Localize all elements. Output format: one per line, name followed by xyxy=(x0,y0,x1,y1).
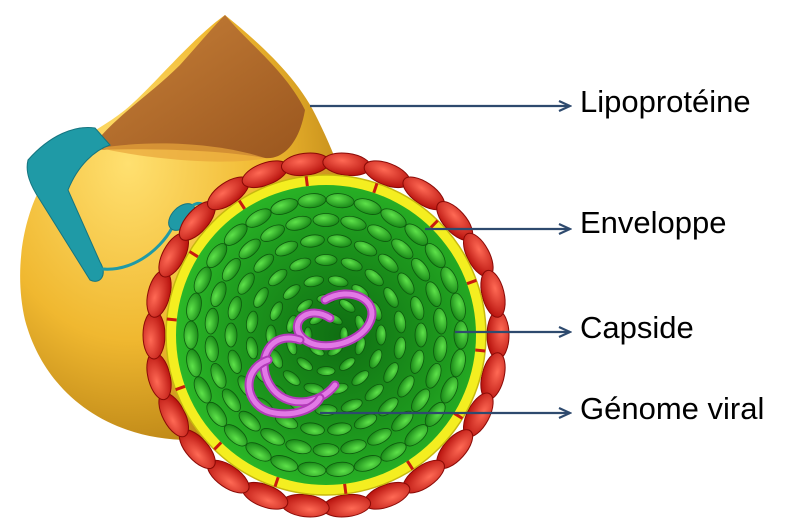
label-enveloppe: Enveloppe xyxy=(580,207,727,238)
envelope-tick xyxy=(475,350,485,351)
capsomere xyxy=(184,321,198,349)
capsomere xyxy=(454,321,468,349)
label-lipoproteine: Lipoprotéine xyxy=(580,86,751,117)
envelope-protein xyxy=(143,311,165,359)
capsomere xyxy=(315,255,337,266)
envelope-tick xyxy=(345,484,346,494)
capsomere xyxy=(313,444,339,457)
envelope-protein xyxy=(487,311,509,359)
capsomere xyxy=(225,323,237,347)
envelope-tick xyxy=(306,176,307,186)
capsomere xyxy=(313,214,339,227)
capsomere xyxy=(415,323,427,347)
label-genome-viral: Génome viral xyxy=(580,393,764,424)
capsomere xyxy=(376,325,386,345)
envelope-protein xyxy=(280,492,330,520)
envelope-tick xyxy=(167,319,177,320)
label-capside: Capside xyxy=(580,312,694,343)
capsomere xyxy=(317,367,335,376)
